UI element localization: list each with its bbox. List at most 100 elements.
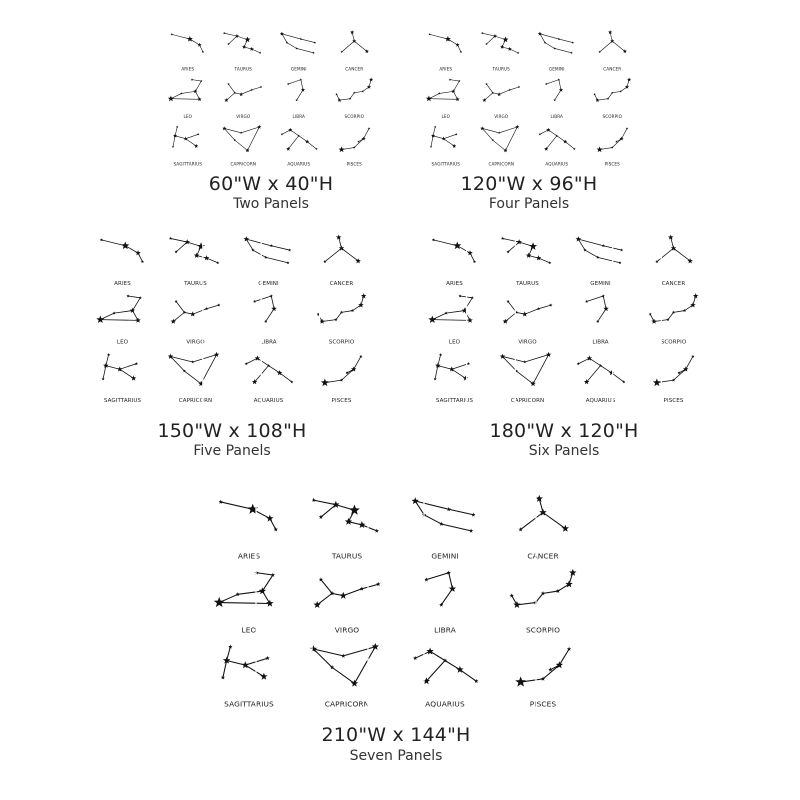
star-icon	[244, 362, 248, 366]
star-icon	[515, 124, 520, 129]
star-icon	[361, 90, 364, 93]
zodiac-label: SCORPIO	[344, 114, 364, 119]
star-icon	[481, 31, 484, 35]
constellation-line	[170, 98, 200, 100]
constellation-line	[451, 368, 466, 379]
constellation-line	[484, 92, 494, 101]
star-icon	[598, 363, 603, 367]
constellation-line	[457, 245, 471, 254]
constellation-line	[609, 32, 613, 42]
constellation-cancer: CANCER	[340, 30, 369, 72]
star-icon	[171, 145, 175, 148]
constellation-line	[499, 126, 518, 134]
constellation-line	[444, 660, 461, 671]
zodiac-label: VIRGO	[186, 339, 205, 345]
star-icon	[666, 317, 670, 322]
star-icon	[525, 252, 532, 258]
star-icon	[300, 87, 306, 92]
constellation-line	[251, 48, 261, 54]
constellation-line	[313, 648, 333, 668]
star-icon	[536, 307, 541, 311]
star-icon	[271, 305, 277, 312]
constellation-line	[132, 297, 141, 311]
star-icon	[348, 97, 352, 100]
star-icon	[258, 51, 262, 54]
constellation-line	[423, 514, 442, 525]
star-icon	[466, 362, 470, 366]
constellation-line	[192, 354, 217, 363]
constellation-line	[296, 48, 314, 54]
star-icon	[260, 672, 268, 680]
star-icon	[619, 248, 624, 252]
constellation-line	[306, 141, 317, 150]
star-icon	[500, 236, 505, 240]
star-icon	[549, 303, 553, 307]
star-icon	[313, 41, 317, 44]
constellation-line	[542, 512, 566, 529]
size-caption: 180"W x 120"H	[489, 420, 639, 442]
star-icon	[361, 136, 366, 141]
constellation-line	[673, 247, 691, 262]
constellation-pisces: PISCES	[320, 354, 363, 404]
constellation-gemini: GEMINI	[243, 236, 292, 287]
constellation-scorpio: SCORPIO	[509, 568, 577, 635]
star-icon	[316, 312, 320, 316]
zodiac-label: SCORPIO	[602, 114, 622, 119]
zodiac-label: TAURUS	[492, 67, 511, 72]
star-icon	[601, 243, 605, 248]
constellation-line	[414, 650, 431, 659]
star-icon	[459, 50, 463, 54]
zodiac-label: ARIES	[238, 552, 260, 561]
constellation-virgo: VIRGO	[482, 82, 521, 119]
constellation-sagittarius: SAGITTARIUS	[220, 644, 274, 709]
constellation-line	[341, 368, 354, 381]
zodiac-label: GEMINI	[291, 67, 307, 72]
star-icon	[507, 46, 512, 51]
constellation-line	[520, 512, 544, 530]
constellation-line	[290, 129, 299, 137]
constellation-line	[656, 247, 674, 263]
star-icon	[458, 294, 462, 298]
star-icon	[182, 369, 187, 373]
star-icon	[422, 677, 431, 685]
star-icon	[353, 91, 356, 94]
panel-count-caption: Five Panels	[193, 443, 271, 459]
star-icon	[280, 133, 284, 136]
star-icon	[439, 352, 443, 357]
star-icon	[313, 600, 321, 608]
star-icon	[270, 572, 276, 577]
star-icon	[312, 51, 315, 54]
star-icon	[467, 250, 473, 256]
star-icon	[170, 33, 173, 36]
star-icon	[233, 91, 237, 94]
star-icon	[692, 293, 699, 299]
star-icon	[264, 319, 268, 323]
star-icon	[433, 377, 437, 381]
star-icon	[583, 248, 587, 252]
zodiac-label: VIRGO	[518, 339, 537, 345]
constellation-aquarius: AQUARIUS	[538, 127, 576, 166]
zodiac-label: LEO	[117, 339, 129, 345]
star-icon	[223, 31, 226, 35]
star-icon	[371, 642, 379, 650]
star-icon	[329, 665, 335, 670]
constellation-line	[313, 648, 344, 657]
constellation-line	[298, 135, 308, 142]
zodiac-label: TAURUS	[234, 67, 253, 72]
constellation-line	[127, 295, 141, 299]
constellation-line	[685, 356, 694, 370]
zodiac-label: VIRGO	[494, 114, 509, 119]
zodiac-label: LIBRA	[592, 339, 608, 345]
star-icon	[603, 305, 609, 312]
zodiac-label: PISCES	[530, 700, 557, 709]
star-icon	[565, 580, 573, 588]
constellation-line	[516, 370, 534, 385]
constellation-line	[544, 42, 555, 49]
star-icon	[425, 95, 432, 102]
star-icon	[558, 87, 564, 92]
star-icon	[555, 588, 561, 593]
star-icon	[446, 570, 451, 575]
constellation-line	[557, 583, 570, 592]
star-icon	[497, 92, 502, 97]
star-icon	[180, 92, 183, 95]
